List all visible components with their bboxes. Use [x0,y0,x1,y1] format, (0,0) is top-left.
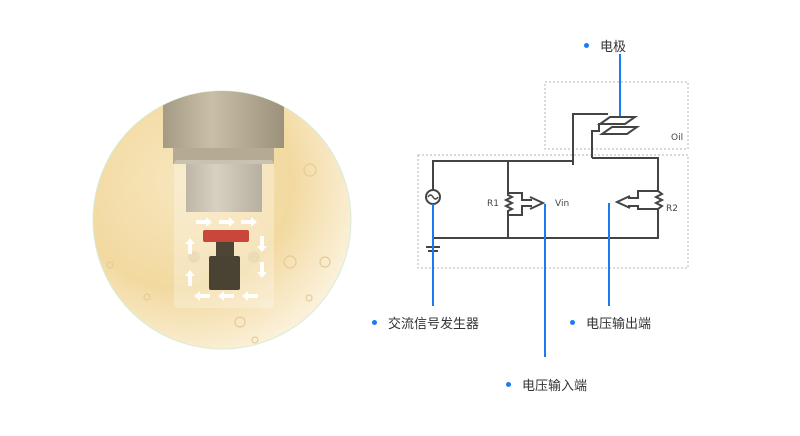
callout-ac-generator: 交流信号发生器 [372,313,479,332]
bullet-dot-icon [506,382,511,387]
callout-voltage-input: 电压输入端 [506,375,587,394]
oil-box [544,81,689,150]
oil-label: Oil [671,133,684,143]
bullet-dot-icon [570,320,575,325]
callout-electrode-text: 电极 [600,40,627,55]
bullet-dot-icon [372,320,377,325]
r2-label: R2 [666,204,678,214]
bullet-dot-icon [584,43,589,48]
callout-ac-generator-text: 交流信号发生器 [388,317,480,332]
callout-voltage-output: 电压输出端 [570,313,651,332]
callout-voltage-output-text: 电压输出端 [586,317,652,332]
r1-label: R1 [487,199,499,209]
circuit-box [417,154,689,269]
vin-label: Vin [555,199,570,209]
callout-electrode: 电极 [584,36,626,55]
callout-voltage-input-text: 电压输入端 [522,379,588,394]
